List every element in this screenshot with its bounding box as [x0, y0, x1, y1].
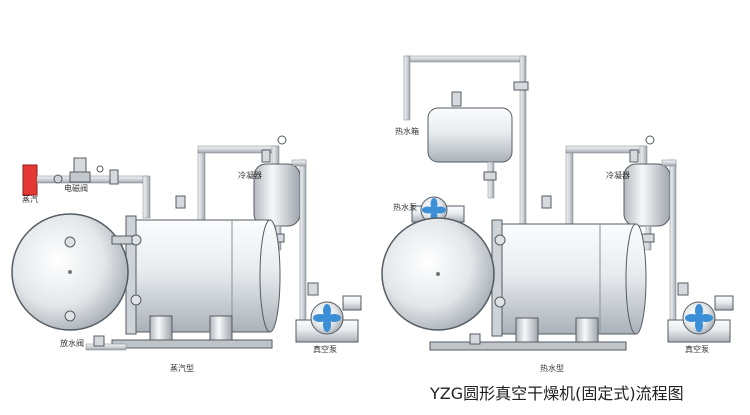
loop-pipe-top [403, 55, 527, 63]
valve-icon [677, 282, 689, 296]
door-bolt [64, 236, 76, 248]
support-leg [209, 315, 233, 341]
chamber-body [129, 219, 271, 333]
vapor-pipe [565, 149, 574, 231]
vacuum-pump-label: 真空泵 [313, 344, 337, 354]
fan-icon [422, 198, 446, 222]
base-rail [429, 341, 627, 351]
door-hinge [494, 296, 506, 308]
fan-icon [685, 304, 713, 332]
door-hinge [130, 294, 142, 306]
pump-motor [342, 295, 362, 311]
gauge-icon [645, 135, 655, 145]
drain-pipe [85, 343, 127, 351]
support-leg [515, 317, 539, 343]
valve-icon [307, 282, 319, 296]
steam-pipe-down [142, 175, 151, 219]
loop-pipe-left [403, 55, 411, 121]
fan-icon [313, 304, 341, 332]
door-hinge [494, 234, 506, 246]
solenoid-valve [73, 157, 87, 173]
condenser-to-pump-pipe [299, 159, 307, 321]
valve-icon [53, 174, 63, 184]
gauge-icon [277, 135, 287, 145]
steam-label: 蒸汽 [22, 194, 38, 204]
support-leg [149, 315, 173, 341]
support-leg [575, 317, 599, 343]
steam-pipe [36, 175, 148, 184]
diagram-title: YZG圆形真空干燥机(固定式)流程图 [430, 384, 684, 403]
drain-valve-label: 放水阀 [60, 338, 84, 348]
door-center [68, 270, 72, 274]
valve-icon [109, 169, 119, 185]
valve-icon [451, 91, 462, 107]
pump-motor [714, 295, 734, 311]
solenoid-valve-label: 电磁阀 [64, 183, 88, 193]
chamber-endcap [259, 219, 281, 333]
condenser-to-pump-top [291, 159, 307, 167]
valve-icon [541, 195, 552, 209]
valve-icon [629, 149, 639, 163]
base-rail [111, 339, 273, 349]
gauge-icon [96, 165, 104, 173]
vapor-pipe [197, 149, 206, 221]
valve-body [69, 171, 91, 183]
valve-icon [513, 81, 529, 91]
steam-type-label: 蒸汽型 [170, 363, 194, 373]
valve-icon [483, 171, 497, 181]
valve-icon [469, 333, 481, 345]
condenser-to-pump-pipe [669, 159, 677, 321]
hot-water-tank [427, 107, 513, 163]
door-arm [111, 235, 133, 245]
valve-icon [641, 233, 655, 243]
chamber-endcap [625, 223, 647, 335]
condenser-to-pump-top [661, 159, 677, 167]
hot-water-type-label: 热水型 [540, 363, 564, 373]
door-bolt [64, 310, 76, 322]
drain-valve [93, 335, 105, 347]
condenser-label: 冷凝器 [238, 170, 262, 180]
hot-water-pump-label: 热水泵 [393, 202, 417, 212]
condenser-label: 冷凝器 [606, 170, 630, 180]
steam-inlet-box [22, 164, 38, 196]
valve-icon [261, 149, 271, 163]
right-unit: 热水箱 热水泵 冷凝器 [381, 55, 734, 373]
door-center [436, 272, 440, 276]
valve-icon [175, 195, 186, 209]
condenser [623, 163, 671, 227]
hot-water-tank-label: 热水箱 [395, 126, 419, 136]
left-unit: 蒸汽 电磁阀 冷凝器 [11, 135, 362, 373]
condenser-label-text: 冷凝器 [238, 170, 262, 180]
vacuum-pump-label: 真空泵 [685, 344, 709, 354]
